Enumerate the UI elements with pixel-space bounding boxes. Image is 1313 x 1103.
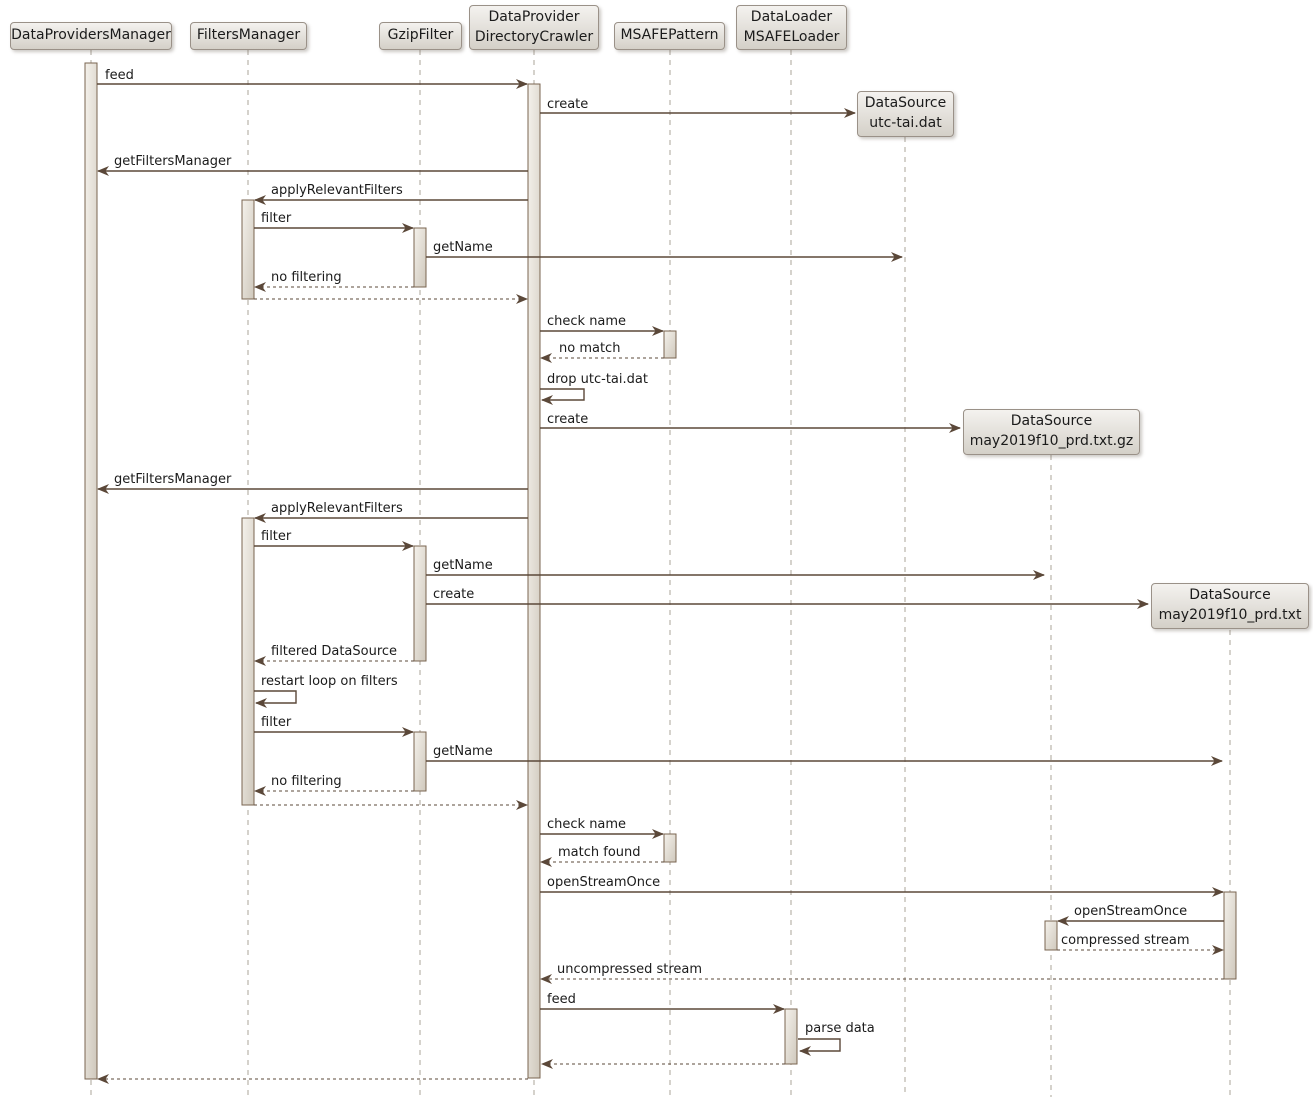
message-filter-3: filter [261,715,292,730]
message-no-match: no match [559,341,621,356]
participant-gzipfilter: GzipFilter [379,22,462,50]
activation-datasource-may2019-txt [1223,891,1237,980]
participant-label: DataProvidersManager [11,27,171,44]
message-feed-1: feed [105,68,134,83]
message-filtered-datasource: filtered DataSource [271,644,398,659]
arrow-parse-data-self [798,1038,841,1056]
activation-datasource-may2019-gz [1044,920,1058,951]
message-match-found: match found [558,845,641,860]
participant-label: GzipFilter [387,27,454,44]
participant-msafeloader: DataLoader MSAFELoader [736,5,847,50]
message-getname-1: getName [433,240,493,255]
participant-msafepattern: MSAFEPattern [614,22,725,50]
activation-msafepattern-1 [663,330,677,359]
message-check-name-2: check name [547,817,627,832]
participant-datasource-may2019-txt: DataSource may2019f10_prd.txt [1151,583,1309,629]
arrow-drop-utc-tai-self [540,388,585,405]
activation-filtersmanager-1 [241,199,255,300]
activation-filtersmanager-2 [241,517,255,806]
activation-gzipfilter-3 [413,731,427,792]
message-create-utc-tai: create [547,97,589,112]
activation-directorycrawler [527,83,541,1079]
message-create-may2019-gz: create [547,412,589,427]
message-applyrelevantfilters-1: applyRelevantFilters [271,183,403,198]
participant-label: DataSource may2019f10_prd.txt.gz [969,413,1134,449]
activation-gzipfilter-1 [413,227,427,288]
participant-datasource-utc-tai: DataSource utc-tai.dat [857,91,954,137]
lifelines [90,50,1231,1097]
message-filter-2: filter [261,529,292,544]
activation-bars [84,62,1237,1080]
message-getname-2: getName [433,558,493,573]
activation-msafepattern-2 [663,833,677,863]
message-openstreamonce-2: openStreamOnce [1074,904,1188,919]
arrow-restart-loop-self [254,690,297,708]
participant-directorycrawler: DataProvider DirectoryCrawler [469,5,599,50]
participant-label: MSAFEPattern [620,27,719,44]
message-create-may2019-txt: create [433,587,475,602]
message-getfiltersmanager-1: getFiltersManager [114,154,232,169]
participant-dataprovidersmanager: DataProvidersManager [10,22,172,50]
message-getfiltersmanager-2: getFiltersManager [114,472,232,487]
message-drop-utc-tai: drop utc-tai.dat [547,372,648,387]
message-check-name-1: check name [547,314,627,329]
activation-gzipfilter-2 [413,545,427,662]
participant-filtersmanager: FiltersManager [190,22,307,50]
message-openstreamonce-1: openStreamOnce [547,875,661,890]
message-restart-loop: restart loop on filters [261,674,398,689]
participant-label: DataProvider DirectoryCrawler [474,8,594,45]
participant-label: FiltersManager [196,27,301,44]
message-compressed-stream: compressed stream [1061,933,1190,948]
message-no-filtering-1: no filtering [271,270,342,285]
participant-label: DataLoader MSAFELoader [743,8,840,45]
message-feed-2: feed [547,992,576,1007]
participant-label: DataSource may2019f10_prd.txt [1158,587,1302,623]
participant-label: DataSource utc-tai.dat [864,95,947,131]
message-getname-3: getName [433,744,493,759]
participant-datasource-may2019-gz: DataSource may2019f10_prd.txt.gz [963,409,1140,455]
message-no-filtering-2: no filtering [271,774,342,789]
message-applyrelevantfilters-2: applyRelevantFilters [271,501,403,516]
activation-msafeloader [784,1008,798,1065]
message-parse-data: parse data [805,1021,875,1036]
message-filter-1: filter [261,211,292,226]
message-arrows [97,79,1224,1084]
message-uncompressed-stream: uncompressed stream [557,962,703,977]
activation-dataprovidersmanager [84,62,98,1080]
